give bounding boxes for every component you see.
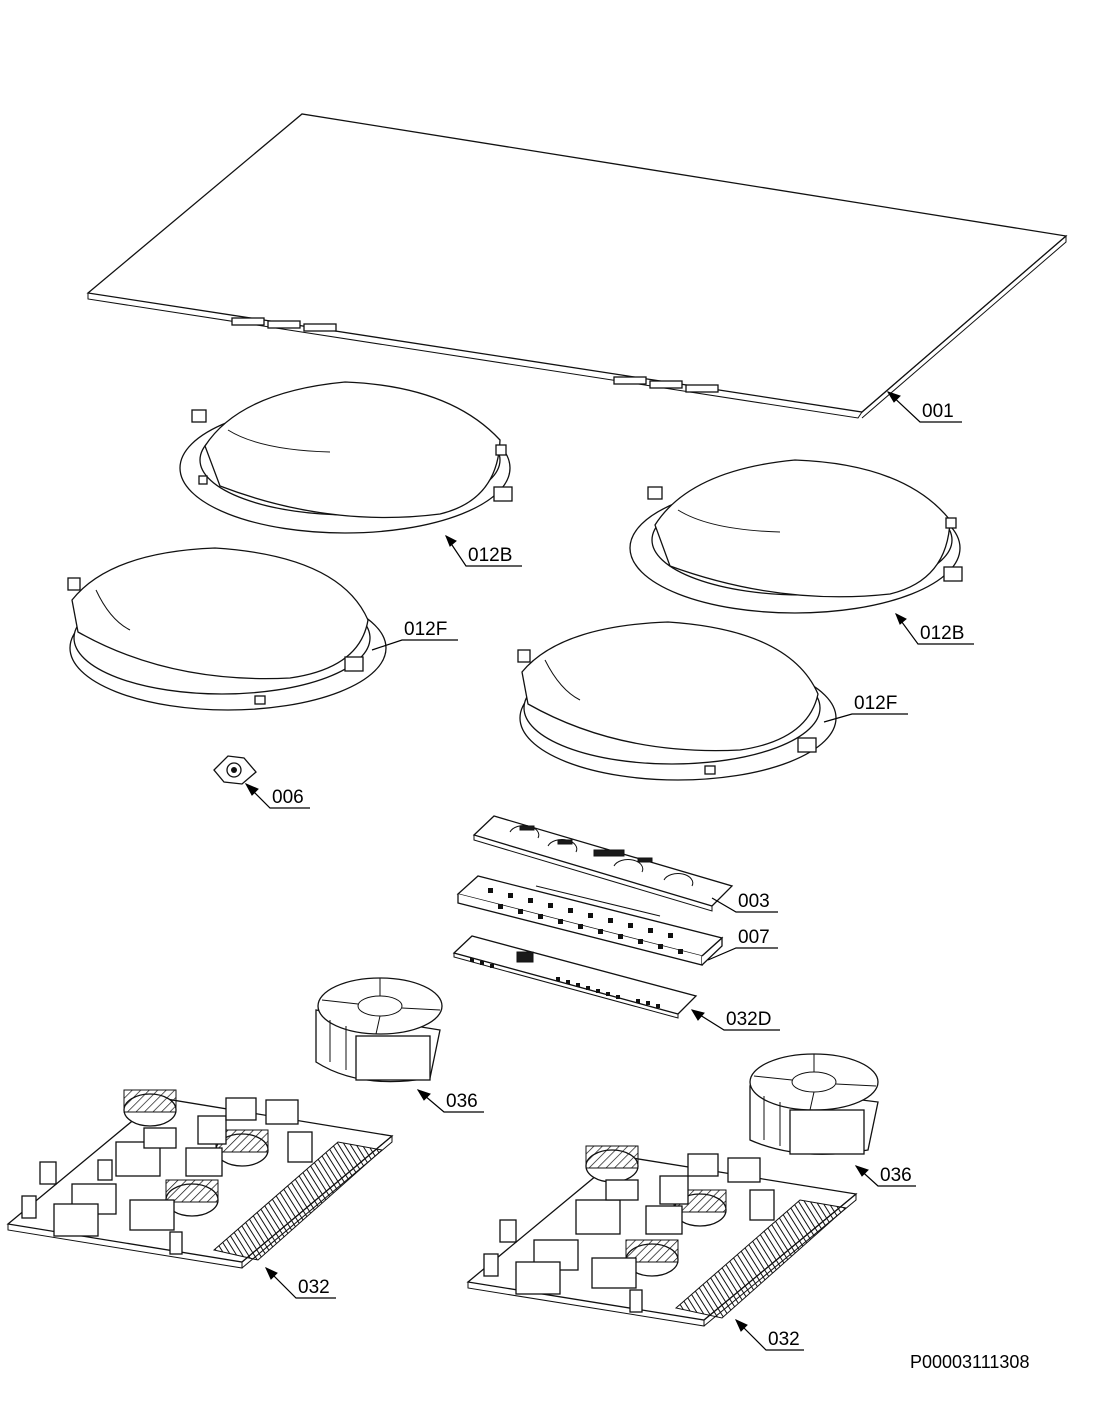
cooling-fan-036-right — [749, 1053, 879, 1155]
callout-012f-left: 012F — [371, 619, 458, 651]
callout-001: 001 — [886, 391, 962, 423]
callout-012f-right: 012F — [823, 693, 908, 723]
glass-top-brackets — [231, 317, 719, 393]
power-board-032-right — [466, 1145, 858, 1327]
svg-text:012B: 012B — [468, 545, 512, 566]
callout-006: 006 — [244, 782, 310, 809]
svg-text:001: 001 — [922, 401, 954, 422]
svg-text:006: 006 — [272, 787, 304, 808]
cooling-fan-036-left — [315, 977, 443, 1083]
svg-text:012F: 012F — [854, 693, 897, 714]
induction-coil-012b-right — [629, 459, 963, 614]
power-board-components-left — [21, 1089, 313, 1255]
svg-text:012B: 012B — [920, 623, 964, 644]
svg-text:003: 003 — [738, 891, 770, 912]
svg-text:036: 036 — [880, 1165, 912, 1186]
temperature-sensor-006 — [213, 755, 257, 785]
glass-ceramic-top-plate — [86, 113, 1068, 419]
svg-text:032: 032 — [768, 1329, 800, 1350]
induction-coil-012b-left — [179, 381, 513, 534]
power-board-components-right — [483, 1145, 775, 1313]
svg-text:032: 032 — [298, 1277, 330, 1298]
display-board-032d — [452, 935, 698, 1019]
callout-007: 007 — [707, 927, 778, 961]
svg-text:012F: 012F — [404, 619, 447, 640]
callout-032-right: 032 — [734, 1318, 804, 1351]
touch-zones — [509, 825, 694, 887]
induction-coil-012f-left — [67, 547, 387, 711]
callout-036-right: 036 — [854, 1165, 916, 1187]
svg-text:036: 036 — [446, 1091, 478, 1112]
callout-032d: 032D — [690, 1009, 780, 1031]
light-guide-frame-007 — [456, 875, 724, 966]
callout-036-left: 036 — [416, 1089, 484, 1113]
callout-012b-left: 012B — [445, 534, 522, 567]
touch-control-board-003 — [472, 815, 734, 912]
callout-003: 003 — [711, 891, 778, 913]
svg-text:032D: 032D — [726, 1009, 771, 1030]
power-board-032-left — [6, 1089, 394, 1269]
callout-012b-right: 012B — [895, 612, 974, 645]
induction-coil-012f-right — [517, 621, 837, 781]
callout-032-left: 032 — [264, 1266, 336, 1299]
svg-text:007: 007 — [738, 927, 770, 948]
drawing-number: P00003111308 — [910, 1352, 1029, 1372]
